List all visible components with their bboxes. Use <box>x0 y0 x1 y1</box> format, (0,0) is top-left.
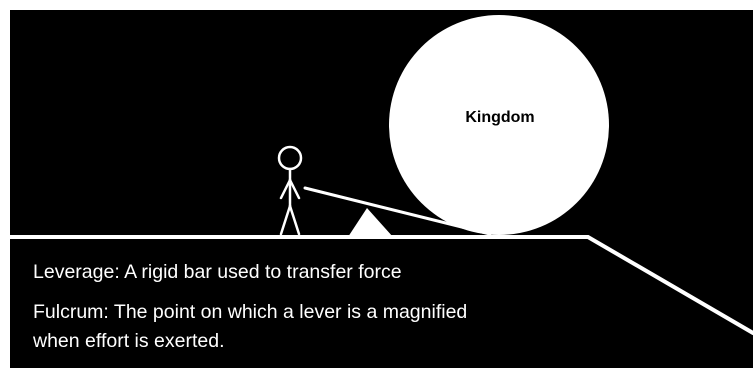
fulcrum-triangle-icon <box>348 208 393 237</box>
kingdom-label: Kingdom <box>390 108 610 128</box>
stick-figure-head <box>279 147 301 169</box>
stick-figure-leg-left <box>281 206 290 234</box>
fulcrum-definition-line-1: Fulcrum: The point on which a lever is a… <box>33 300 467 324</box>
fulcrum-definition-line-2: when effort is exerted. <box>33 329 225 353</box>
diagram-canvas: Kingdom Leverage: A rigid bar used to tr… <box>10 10 753 368</box>
stick-figure-icon <box>279 147 301 234</box>
stick-figure-leg-right <box>290 206 299 234</box>
stick-figure-arm-left <box>281 180 290 198</box>
stick-figure-arm-right <box>290 180 299 198</box>
leverage-definition: Leverage: A rigid bar used to transfer f… <box>33 260 402 284</box>
